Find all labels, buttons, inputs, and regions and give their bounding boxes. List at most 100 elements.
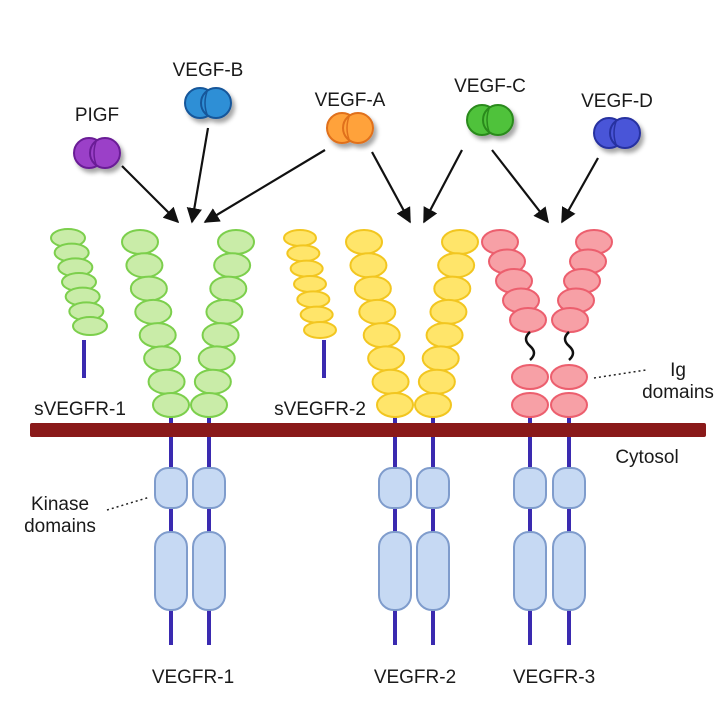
svegfr2-ig-stack bbox=[283, 229, 337, 339]
ligand-dimer-pigf bbox=[73, 137, 121, 169]
ligand-label-vegf-a: VEGF-A bbox=[315, 90, 386, 111]
ig-domain bbox=[511, 364, 549, 390]
ig-domain bbox=[345, 229, 383, 255]
binding-arrow bbox=[121, 165, 180, 224]
kinase-domain-large bbox=[192, 531, 226, 611]
kinase-domain-large bbox=[552, 531, 586, 611]
ig-domain bbox=[293, 275, 327, 293]
binding-arrow bbox=[423, 149, 463, 224]
vegfr3-linkers bbox=[524, 331, 575, 361]
ig-domain bbox=[289, 259, 324, 278]
ig-domain bbox=[551, 307, 589, 333]
ig-domain bbox=[303, 321, 337, 339]
ig-domain bbox=[414, 392, 452, 418]
ligand-label-vegf-c: VEGF-C bbox=[454, 76, 526, 97]
ligand-dimer-vegf-a bbox=[326, 112, 374, 144]
ig-domain bbox=[147, 368, 186, 395]
ig-domain bbox=[201, 322, 240, 349]
ig-domain bbox=[129, 275, 168, 302]
ligand-arrows bbox=[121, 127, 599, 224]
ligand-label-vegf-d: VEGF-D bbox=[581, 91, 653, 112]
ig-domain bbox=[283, 229, 317, 247]
kinase-domains-pointer bbox=[106, 496, 151, 511]
vegfr1-left-arm bbox=[121, 229, 190, 418]
ig-domain bbox=[138, 322, 177, 349]
ligand-subunit bbox=[609, 117, 641, 149]
ig-domain bbox=[437, 252, 476, 279]
ligand-seam bbox=[613, 118, 618, 148]
ig-domain bbox=[286, 244, 321, 263]
ig-domain bbox=[152, 392, 190, 418]
ligand-dimer-vegf-d bbox=[593, 117, 641, 149]
ig-domain bbox=[134, 298, 173, 325]
ig-domain bbox=[299, 305, 334, 324]
ligand-label-vegf-b: VEGF-B bbox=[173, 60, 244, 81]
kinase-domain-large bbox=[378, 531, 412, 611]
ligand-subunit bbox=[89, 137, 121, 169]
ig-domain bbox=[433, 275, 472, 302]
ig-domain bbox=[349, 252, 388, 279]
ligand-dimers bbox=[73, 87, 641, 169]
ig-domain bbox=[296, 290, 331, 309]
cytosol-label: Cytosol bbox=[615, 447, 678, 468]
ig-domain bbox=[205, 298, 244, 325]
ig-domain bbox=[209, 275, 248, 302]
vegfr3-left-arm-lower bbox=[511, 364, 549, 418]
vegfr3-left-arm-upper bbox=[481, 229, 547, 333]
ligand-seam bbox=[93, 138, 98, 168]
ig-domain bbox=[550, 392, 588, 418]
ligand-label-pigf: PIGF bbox=[75, 105, 119, 126]
ig-domain bbox=[417, 368, 456, 395]
ig-domains-pointer bbox=[593, 369, 647, 379]
vegfr1-label: VEGFR-1 bbox=[152, 667, 234, 688]
binding-arrow bbox=[561, 157, 599, 224]
kinase-domain-small bbox=[378, 467, 412, 509]
ig-domain bbox=[550, 364, 588, 390]
svegfr1-label: sVEGFR-1 bbox=[34, 399, 126, 420]
vegfr2-label: VEGFR-2 bbox=[374, 667, 456, 688]
ig-domain bbox=[358, 298, 397, 325]
vegfr2-left-arm bbox=[345, 229, 414, 418]
vegfr3-label: VEGFR-3 bbox=[513, 667, 595, 688]
kinase-domains bbox=[154, 467, 586, 611]
kinase-domain-small bbox=[154, 467, 188, 509]
vegfr2-right-arm bbox=[414, 229, 479, 418]
ig-domain bbox=[367, 345, 406, 372]
kinase-domain-small bbox=[192, 467, 226, 509]
kinase-domain-small bbox=[513, 467, 547, 509]
ig-linker bbox=[563, 331, 575, 361]
binding-arrow bbox=[491, 149, 549, 224]
ig-domain bbox=[213, 252, 252, 279]
svegfr1-ig-stack bbox=[50, 228, 108, 336]
svegfr2-label: sVEGFR-2 bbox=[274, 399, 366, 420]
ig-domain bbox=[353, 275, 392, 302]
kinase-domain-small bbox=[552, 467, 586, 509]
ig-domain bbox=[143, 345, 182, 372]
ig-domain bbox=[511, 392, 549, 418]
ig-domain bbox=[362, 322, 401, 349]
ig-domain bbox=[421, 345, 460, 372]
ig-domain bbox=[441, 229, 479, 255]
vegfr1-right-arm bbox=[190, 229, 255, 418]
binding-arrow bbox=[186, 127, 210, 224]
ig-linker bbox=[524, 331, 536, 361]
kinase-domain-large bbox=[513, 531, 547, 611]
ligand-dimer-vegf-c bbox=[466, 104, 514, 136]
kinase-domain-small bbox=[416, 467, 450, 509]
ig-domain bbox=[121, 229, 159, 255]
binding-arrow bbox=[371, 151, 411, 224]
vegfr3-right-arm-upper bbox=[551, 229, 613, 333]
ig-domain-stacks bbox=[50, 228, 613, 418]
kinase-domain-large bbox=[154, 531, 188, 611]
ig-domain bbox=[425, 322, 464, 349]
ig-domain bbox=[125, 252, 164, 279]
ligand-subunit bbox=[482, 104, 514, 136]
ig-domain bbox=[72, 316, 108, 336]
ig-domain bbox=[371, 368, 410, 395]
ig-domain bbox=[197, 345, 236, 372]
ig-domain bbox=[509, 307, 547, 333]
kinase-domain-large bbox=[416, 531, 450, 611]
